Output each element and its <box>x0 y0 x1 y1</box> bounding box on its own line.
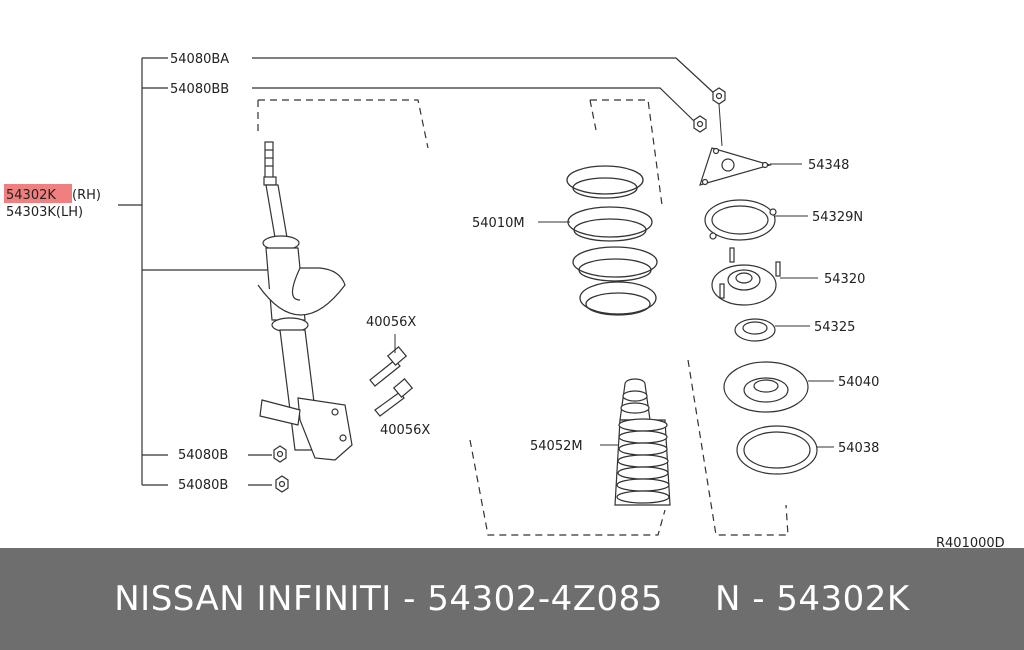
leader-54080BB <box>252 87 696 123</box>
mount-bracket-icon <box>699 147 773 186</box>
label-54052M[interactable]: 54052M <box>530 439 583 454</box>
label-54329N[interactable]: 54329N <box>812 210 863 225</box>
dash-mount-region <box>687 359 789 536</box>
footer-banner: NISSAN INFINITI - 54302-4Z085 N - 54302K <box>0 548 1024 650</box>
dash-spring-region <box>589 99 663 206</box>
nut-icon <box>273 87 726 493</box>
leader-54080BA <box>252 57 717 96</box>
bolt-icon <box>369 346 414 417</box>
parts-diagram: 54080BA 54080BB 54302K (RH) 54303K(LH) 4… <box>4 52 1005 548</box>
label-54303K[interactable]: 54303K(LH) <box>6 205 83 220</box>
label-54080BB[interactable]: 54080BB <box>170 82 229 97</box>
reference-code: R401000D <box>936 536 1005 548</box>
footer-part-code: N - 54302K <box>714 579 910 619</box>
dash-strut-region <box>257 99 429 149</box>
strut-assembly-icon <box>257 141 353 461</box>
label-54348[interactable]: 54348 <box>808 158 849 173</box>
strut-mount-icon <box>711 247 781 306</box>
label-54038[interactable]: 54038 <box>838 441 879 456</box>
part-highlight <box>4 184 72 203</box>
label-54325[interactable]: 54325 <box>814 320 855 335</box>
label-54010M[interactable]: 54010M <box>472 216 525 231</box>
label-54080B-bottom[interactable]: 54080B <box>178 478 228 493</box>
leader-bracket <box>118 57 285 486</box>
label-40056X-top[interactable]: 40056X <box>366 315 416 330</box>
label-54302K-side: (RH) <box>72 188 101 203</box>
bearing-icon <box>734 318 776 342</box>
label-54040[interactable]: 54040 <box>838 375 879 390</box>
label-54302K[interactable]: 54302K <box>6 188 56 203</box>
insulator-plate-icon <box>704 199 777 241</box>
label-54080BA[interactable]: 54080BA <box>170 52 229 67</box>
spring-seat-icon <box>723 361 809 413</box>
rubber-seat-icon <box>736 425 818 475</box>
coil-spring-icon <box>566 165 658 316</box>
label-40056X-bottom[interactable]: 40056X <box>380 423 430 438</box>
dash-bumper-region <box>469 439 666 536</box>
label-54320[interactable]: 54320 <box>824 272 865 287</box>
label-54080B-top[interactable]: 54080B <box>178 448 228 463</box>
footer-title: NISSAN INFINITI - 54302-4Z085 <box>114 579 663 619</box>
bump-boot-icon <box>614 378 671 506</box>
